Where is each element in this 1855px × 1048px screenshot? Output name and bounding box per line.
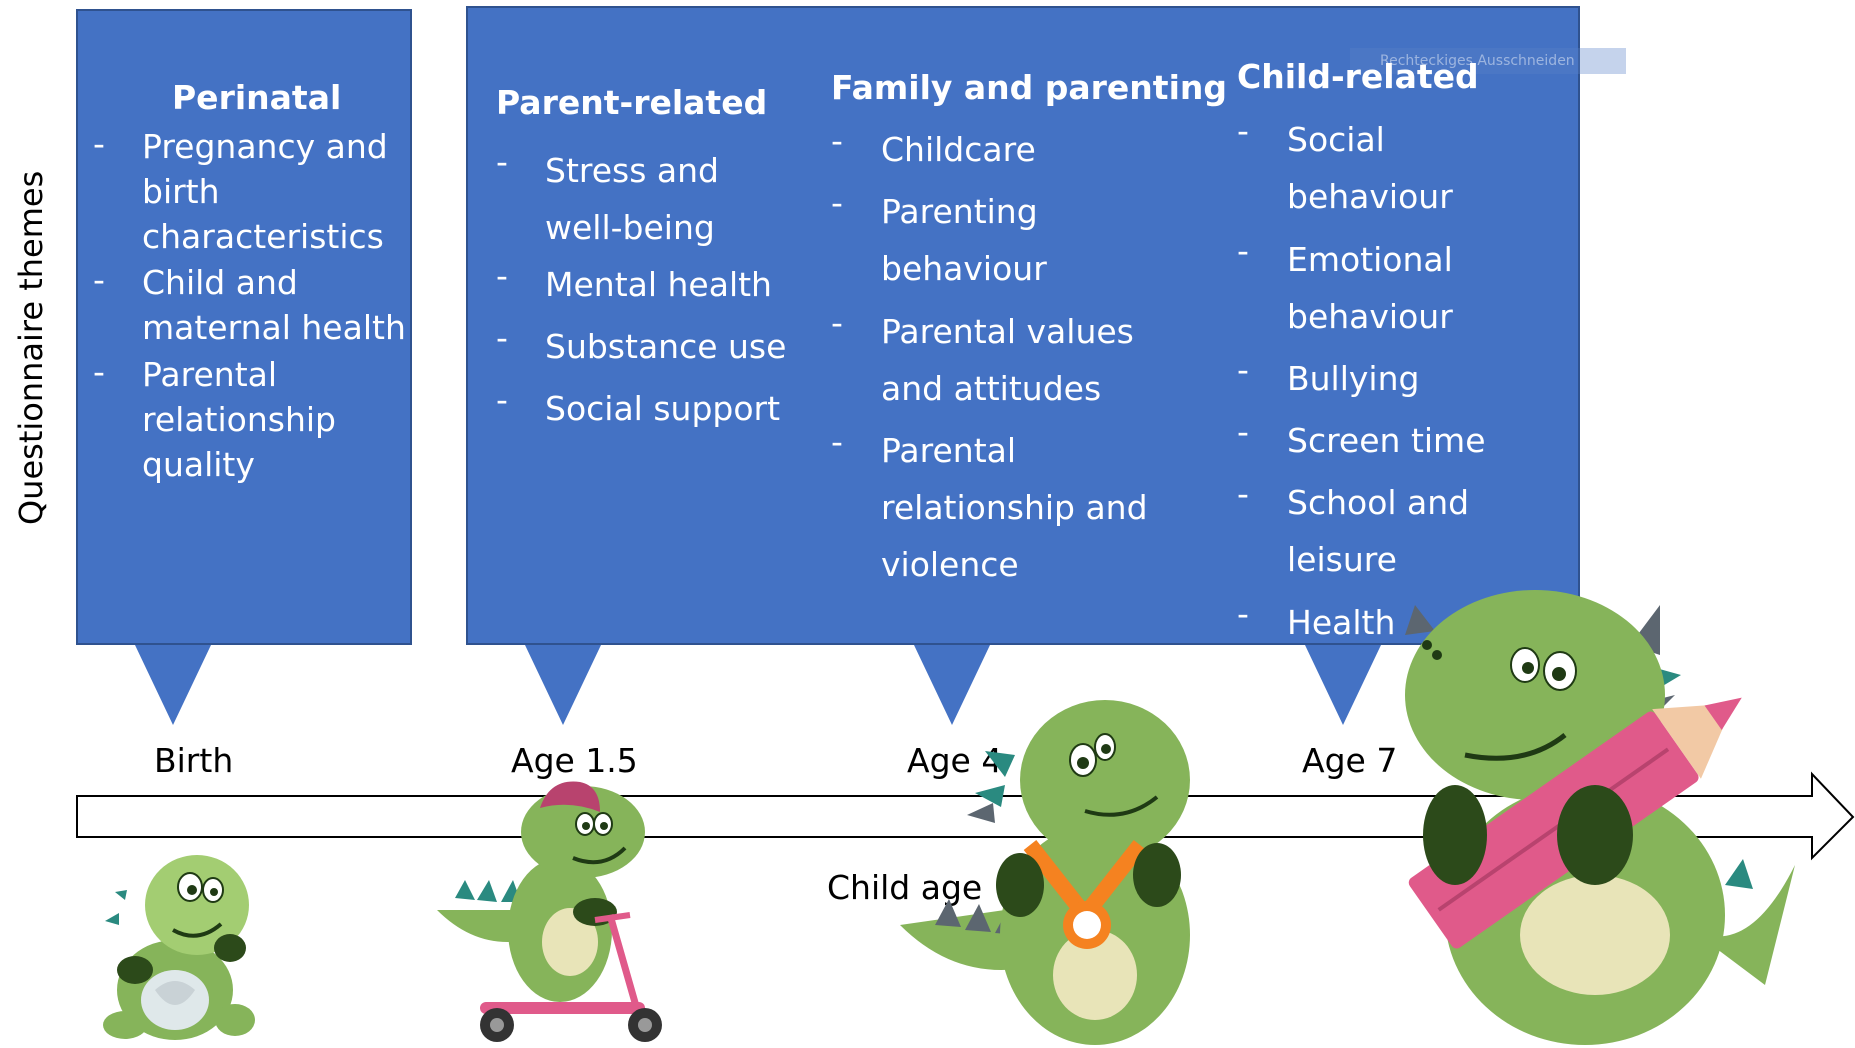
age-label-4: Age 4 (907, 741, 1003, 780)
themes-panel (466, 6, 1580, 645)
perinatal-item-text: Pregnancy and birth characteristics (142, 127, 388, 256)
parent-related-heading: Parent-related (496, 83, 768, 122)
child-related-item-text: School and leisure (1287, 483, 1470, 579)
child-related-item-text: Health (1287, 603, 1396, 642)
perinatal-item-text: Parental relationship quality (142, 355, 336, 484)
scooter-dino-icon (437, 781, 662, 1042)
child-related-item-text: Bullying (1287, 359, 1420, 398)
pencil-dino-icon (1405, 590, 1795, 1045)
perinatal-heading: Perinatal (172, 78, 342, 117)
parent-related-item-text: Stress and well-being (545, 151, 719, 247)
family-parenting-heading: Family and parenting (831, 68, 1227, 107)
family-parenting-item-text: Parental relationship and violence (881, 431, 1148, 584)
family-parenting-item-text: Parental values and attitudes (881, 312, 1134, 408)
age-label-1-5: Age 1.5 (511, 741, 638, 780)
child-age-label: Child age (827, 868, 983, 907)
age-1-5-pointer (525, 645, 601, 725)
faint-overlay-tooltip: Rechteckiges Ausschneiden (1350, 48, 1626, 74)
parent-related-item-text: Substance use (545, 327, 787, 366)
perinatal-panel (76, 9, 412, 645)
perinatal-pointer (135, 645, 211, 725)
age-7-pointer (1305, 645, 1381, 725)
age-4-pointer (914, 645, 990, 725)
age-label-7: Age 7 (1302, 741, 1398, 780)
child-related-item-text: Social behaviour (1287, 120, 1453, 216)
perinatal-item-text: Child and maternal health (142, 263, 406, 347)
parent-related-item-text: Social support (545, 389, 781, 428)
age-label-birth: Birth (154, 741, 234, 780)
family-parenting-item-text: Childcare (881, 130, 1036, 169)
family-parenting-item-text: Parenting behaviour (881, 192, 1047, 288)
child-related-item-text: Screen time (1287, 421, 1486, 460)
medal-dino-icon (900, 700, 1190, 1045)
parent-related-item-text: Mental health (545, 265, 772, 304)
child-related-heading: Child-related (1237, 57, 1479, 96)
child-related-item-text: Emotional behaviour (1287, 240, 1453, 336)
baby-dino-icon (103, 855, 255, 1040)
